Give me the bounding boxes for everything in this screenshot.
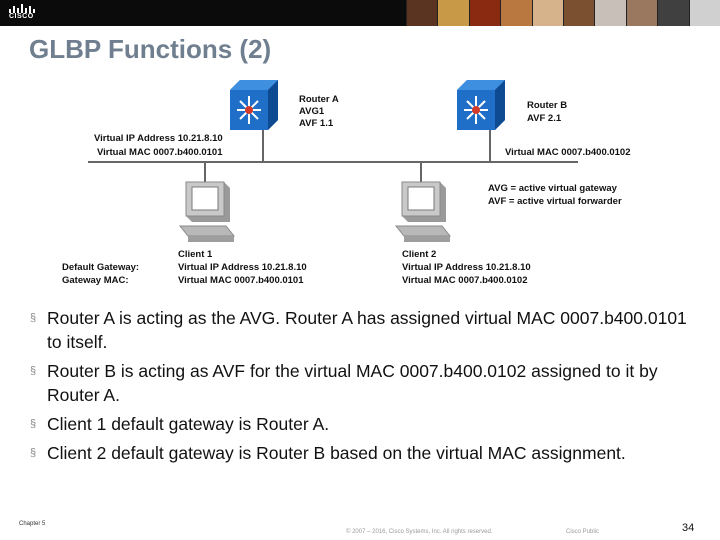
banner-photo-tile	[406, 0, 438, 26]
client1-virtual-mac: Virtual MAC 0007.b400.0101	[178, 275, 304, 286]
banner-photo-tile	[688, 0, 720, 26]
bullet-item: § Router B is acting as AVF for the virtu…	[30, 359, 700, 407]
cisco-logo	[9, 4, 35, 13]
legend-avf: AVF = active virtual forwarder	[488, 196, 622, 207]
client2-computer-icon	[394, 181, 452, 242]
banner-photo-strip	[406, 0, 720, 26]
glbp-network-diagram: Router A AVG1 AVF 1.1 Virtual IP Address…	[62, 80, 631, 286]
router-a-virtual-mac: Virtual MAC 0007.b400.0101	[97, 147, 223, 158]
router-b-role-avf: AVF 2.1	[527, 113, 562, 124]
bullet-marker-icon: §	[30, 365, 37, 377]
router-a-name: Router A	[299, 94, 339, 105]
network-links	[88, 126, 578, 184]
banner-photo-tile	[468, 0, 501, 26]
bullet-item: § Client 2 default gateway is Router B ba…	[30, 441, 700, 465]
client2-virtual-ip: Virtual IP Address 10.21.8.10	[402, 262, 531, 273]
client1-virtual-ip: Virtual IP Address 10.21.8.10	[178, 262, 307, 273]
router-a-virtual-ip: Virtual IP Address 10.21.8.10	[94, 133, 223, 144]
banner-photo-tile	[437, 0, 469, 26]
top-banner: CISCO	[0, 0, 720, 26]
client1-name: Client 1	[178, 249, 213, 260]
bullet-text: Router A is acting as the AVG. Router A …	[47, 308, 687, 352]
footer-chapter: Chapter 5	[19, 521, 46, 527]
bullet-item: § Router A is acting as the AVG. Router A…	[30, 306, 700, 354]
router-a-icon	[230, 80, 278, 130]
banner-photo-tile	[625, 0, 658, 26]
footer-classification: Cisco Public	[566, 529, 600, 535]
bullet-marker-icon: §	[30, 447, 37, 459]
bullet-marker-icon: §	[30, 418, 37, 430]
banner-photo-tile	[500, 0, 532, 26]
router-a-role-avf: AVF 1.1	[299, 118, 334, 129]
footer-copyright: © 2007 – 2016, Cisco Systems, Inc. All r…	[346, 529, 493, 535]
gateway-mac-label: Gateway MAC:	[62, 275, 129, 286]
banner-photo-tile	[594, 0, 626, 26]
client2-name: Client 2	[402, 249, 436, 260]
bullet-text: Client 1 default gateway is Router A.	[47, 414, 330, 434]
bullet-text: Router B is acting as AVF for the virtua…	[47, 361, 658, 405]
slide-title: GLBP Functions (2)	[29, 34, 272, 64]
cisco-logo-text: CISCO	[9, 13, 34, 20]
bullet-marker-icon: §	[30, 312, 37, 324]
default-gateway-label: Default Gateway:	[62, 262, 139, 273]
bullet-list: § Router A is acting as the AVG. Router A…	[30, 306, 700, 470]
router-b-name: Router B	[527, 100, 567, 111]
bullet-text: Client 2 default gateway is Router B bas…	[47, 443, 626, 463]
client1-computer-icon	[178, 181, 236, 242]
banner-photo-tile	[657, 0, 689, 26]
router-b-virtual-mac: Virtual MAC 0007.b400.0102	[505, 147, 631, 158]
router-b-icon	[457, 80, 505, 130]
page-number: 34	[682, 522, 695, 534]
banner-photo-tile	[531, 0, 564, 26]
bullet-item: § Client 1 default gateway is Router A.	[30, 412, 700, 436]
legend-avg: AVG = active virtual gateway	[488, 183, 618, 194]
router-a-role-avg: AVG1	[299, 106, 325, 117]
client2-virtual-mac: Virtual MAC 0007.b400.0102	[402, 275, 528, 286]
banner-photo-tile	[563, 0, 595, 26]
